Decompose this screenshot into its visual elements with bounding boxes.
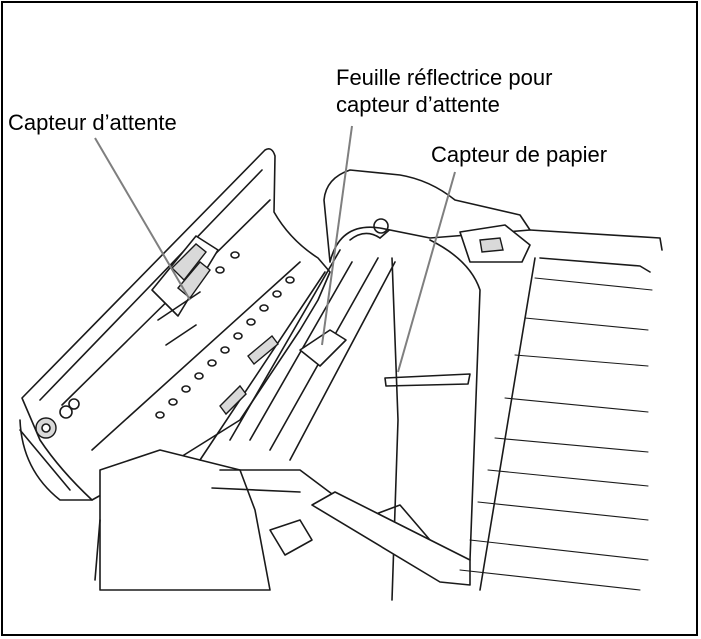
wait-sensor-module <box>151 235 219 346</box>
label-reflector-line2: capteur d’attente <box>336 92 500 117</box>
leader-wait-sensor <box>94 137 191 301</box>
scanner-lid <box>19 148 331 501</box>
lid-holes <box>155 251 295 419</box>
output-tray <box>459 257 653 591</box>
scanner-body <box>94 449 313 591</box>
gear-icon <box>35 398 80 439</box>
leader-reflector <box>321 125 353 346</box>
label-wait-sensor: Capteur d’attente <box>8 110 177 135</box>
leader-paper-sensor <box>397 171 456 373</box>
label-reflector-line1: Feuille réflectrice pour <box>336 65 553 90</box>
feed-guides <box>199 224 421 501</box>
label-paper-sensor: Capteur de papier <box>431 142 608 167</box>
label-reflector-sheet: Feuille réflectrice pour capteur d’atten… <box>336 64 552 118</box>
paper-sensor-arm <box>311 239 481 601</box>
scanner-cover <box>323 169 663 263</box>
